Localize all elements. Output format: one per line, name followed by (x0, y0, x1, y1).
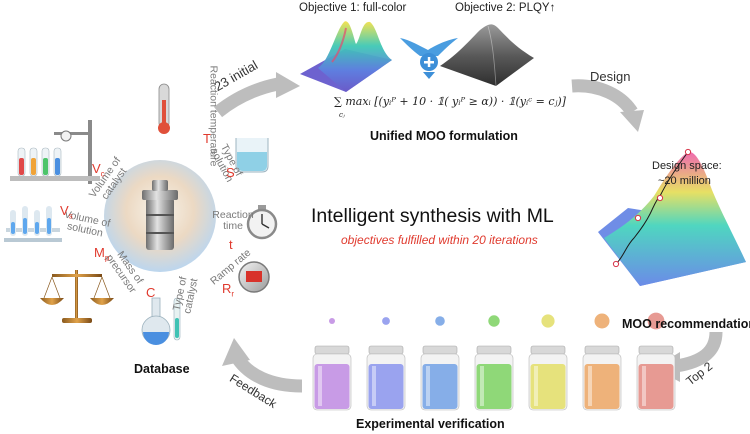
ramp-gauge-icon (238, 261, 270, 293)
design-arrow-label: Design (590, 69, 631, 84)
initial-arrowhead (276, 72, 300, 98)
objective1-surface (300, 21, 392, 92)
vial-3 (420, 316, 460, 411)
flask-icon (141, 297, 181, 345)
test-tube-rack-icon (4, 206, 62, 242)
main-title: Intelligent synthesis with ML (311, 205, 554, 227)
vial-liquid (638, 364, 674, 409)
design-arrowhead (620, 110, 644, 132)
param-symbol-temperature: T (203, 131, 211, 146)
nanoparticle-dot (488, 315, 500, 327)
nanoparticle-dot (435, 316, 445, 326)
top2-arrow-body (674, 331, 723, 373)
experimental-verification-label: Experimental verification (356, 417, 505, 431)
design-space-label-line2: ~20 million (658, 175, 711, 187)
moo-recommendation-label: MOO recommendation (622, 317, 750, 331)
unified-moo-title: Unified MOO formulation (370, 129, 518, 143)
initial-arrow-body (213, 77, 280, 118)
database-label: Database (134, 362, 190, 376)
moo-formula-sum-index: cⱼ (339, 111, 345, 119)
thermometer-icon (158, 83, 170, 134)
moo-formula: ∑ maxᵢ [(yᵢᴾ + 10 · 𝟙( yᵢᴾ ≥ α)) · 𝟙(yᵢᶜ… (334, 95, 566, 108)
param-symbol-volume-solution: Vs (60, 203, 73, 221)
param-symbol-catalyst: C (146, 285, 156, 300)
objective2-title: Objective 2: PLQY↑ (455, 2, 556, 14)
vial-liquid (476, 364, 512, 409)
design-space-surface (598, 148, 746, 286)
param-symbol-mass: Mp (94, 245, 110, 263)
plus-merge-icon (400, 38, 458, 79)
design-space-label-line1: Design space: (652, 160, 722, 172)
main-subtitle: objectives fulfilled within 20 iteration… (341, 233, 538, 247)
autoclave-disc (104, 160, 216, 272)
balance-scale-icon (40, 270, 114, 323)
nanoparticle-dot (541, 314, 555, 328)
vial-5 (528, 314, 568, 411)
nanoparticle-dot (594, 313, 610, 329)
beaker-icon (235, 138, 269, 173)
vial-row (312, 312, 676, 411)
stopwatch-icon (246, 205, 278, 240)
param-symbol-solution: S (226, 165, 235, 180)
vial-7 (636, 312, 676, 411)
vial-6 (582, 313, 622, 411)
param-symbol-ramp-rate: Rr (222, 281, 235, 299)
objective1-title: Objective 1: full-color (299, 2, 407, 14)
vial-liquid (314, 364, 350, 409)
vial-2 (366, 317, 406, 411)
vial-liquid (368, 364, 404, 409)
param-symbol-volume-catalyst: Vc (92, 161, 105, 179)
param-label-reaction-time: Reaction time (212, 209, 254, 233)
param-symbol-time: t (229, 237, 233, 252)
vial-liquid (530, 364, 566, 409)
nanoparticle-dot (647, 312, 665, 330)
vial-liquid (584, 364, 620, 409)
vial-1 (312, 318, 352, 411)
feedback-arrowhead (222, 338, 250, 366)
design-arrow-body (571, 79, 638, 116)
param-label-reaction-temperature: Reaction temperature (207, 65, 220, 167)
lab-stand-icon (10, 120, 100, 184)
vial-liquid (422, 364, 458, 409)
nanoparticle-dot (329, 318, 335, 324)
objective2-surface (440, 24, 534, 87)
nanoparticle-dot (382, 317, 390, 325)
vial-4 (474, 315, 514, 411)
